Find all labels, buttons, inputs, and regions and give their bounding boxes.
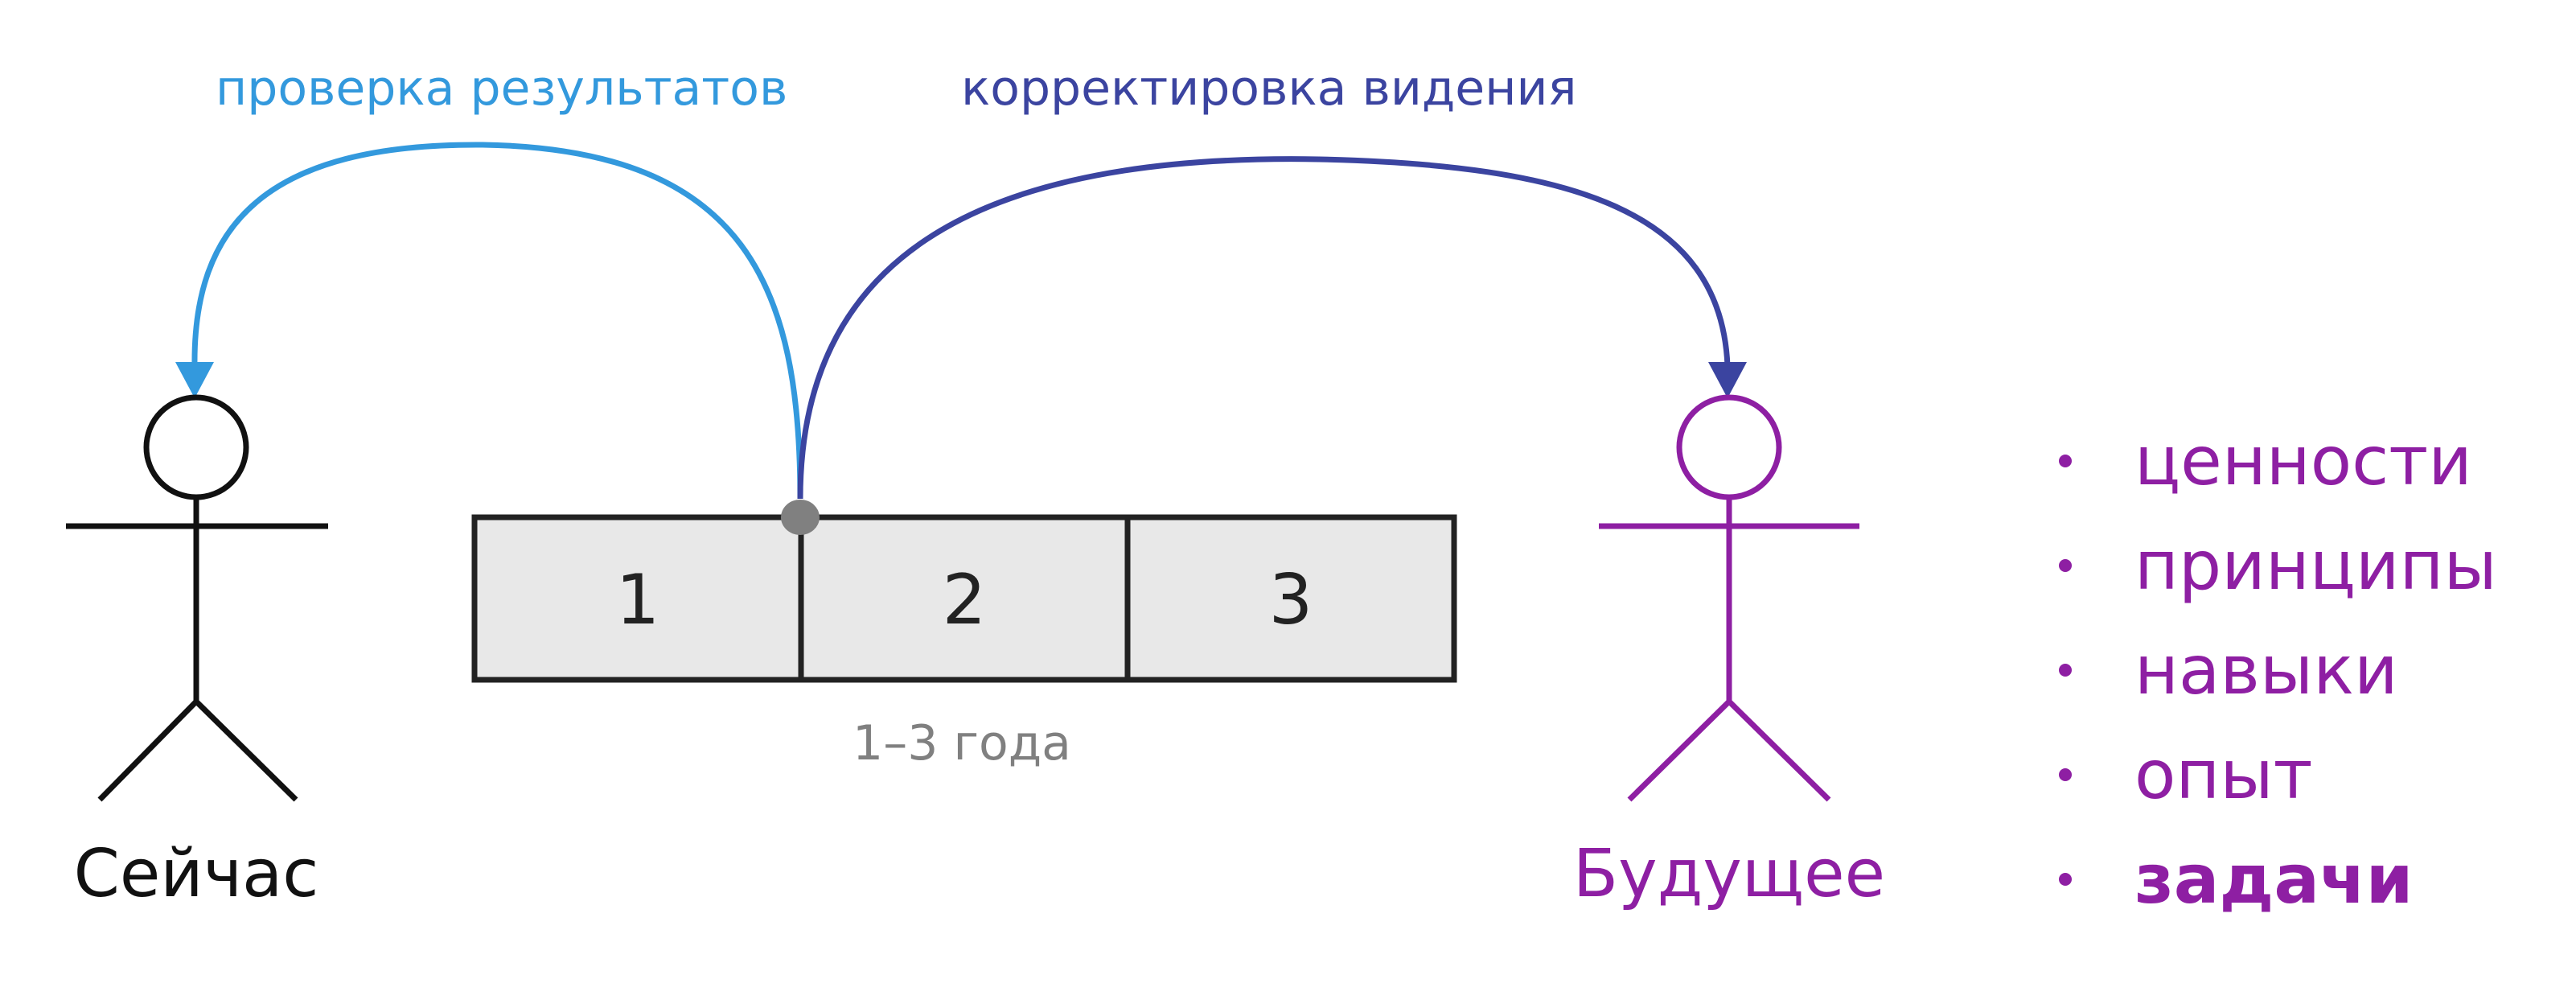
future-item: ценности	[2059, 409, 2497, 513]
current-point-marker	[781, 500, 820, 535]
bullet-icon	[2059, 768, 2072, 781]
now-figure	[66, 394, 328, 802]
bullet-icon	[2059, 664, 2072, 677]
correct-vision-label: корректировка видения	[961, 60, 1577, 117]
future-items-list: ценности принципы навыки опыт задачи	[2059, 409, 2497, 932]
bullet-icon	[2059, 559, 2072, 572]
future-label: Будущее	[1573, 836, 1885, 912]
future-item: опыт	[2059, 722, 2497, 827]
check-results-arrowhead	[175, 362, 214, 398]
stage-boxes: 1 2 3	[471, 514, 1457, 683]
check-results-label: проверка результатов	[216, 60, 787, 117]
stage-label-1: 1	[616, 560, 660, 640]
future-figure	[1599, 394, 1859, 802]
future-item: принципы	[2059, 513, 2497, 618]
stage-label-2: 2	[943, 560, 987, 640]
period-label: 1–3 года	[853, 715, 1071, 772]
future-item: навыки	[2059, 618, 2497, 722]
future-item-text: ценности	[2134, 422, 2472, 500]
future-item-text: принципы	[2134, 526, 2497, 605]
future-item-text: опыт	[2134, 735, 2313, 814]
stage-box-3	[1124, 514, 1457, 683]
check-results-arrow	[191, 142, 803, 500]
correct-vision-arrow	[797, 156, 1731, 500]
bullet-icon	[2059, 455, 2072, 467]
future-item-text: задачи	[2134, 840, 2414, 919]
future-item: задачи	[2059, 827, 2497, 932]
now-label: Сейчас	[74, 836, 319, 912]
stage-label-3: 3	[1269, 560, 1313, 640]
correct-vision-arrowhead	[1708, 362, 1747, 398]
bullet-icon	[2059, 873, 2072, 886]
future-item-text: навыки	[2134, 631, 2398, 710]
